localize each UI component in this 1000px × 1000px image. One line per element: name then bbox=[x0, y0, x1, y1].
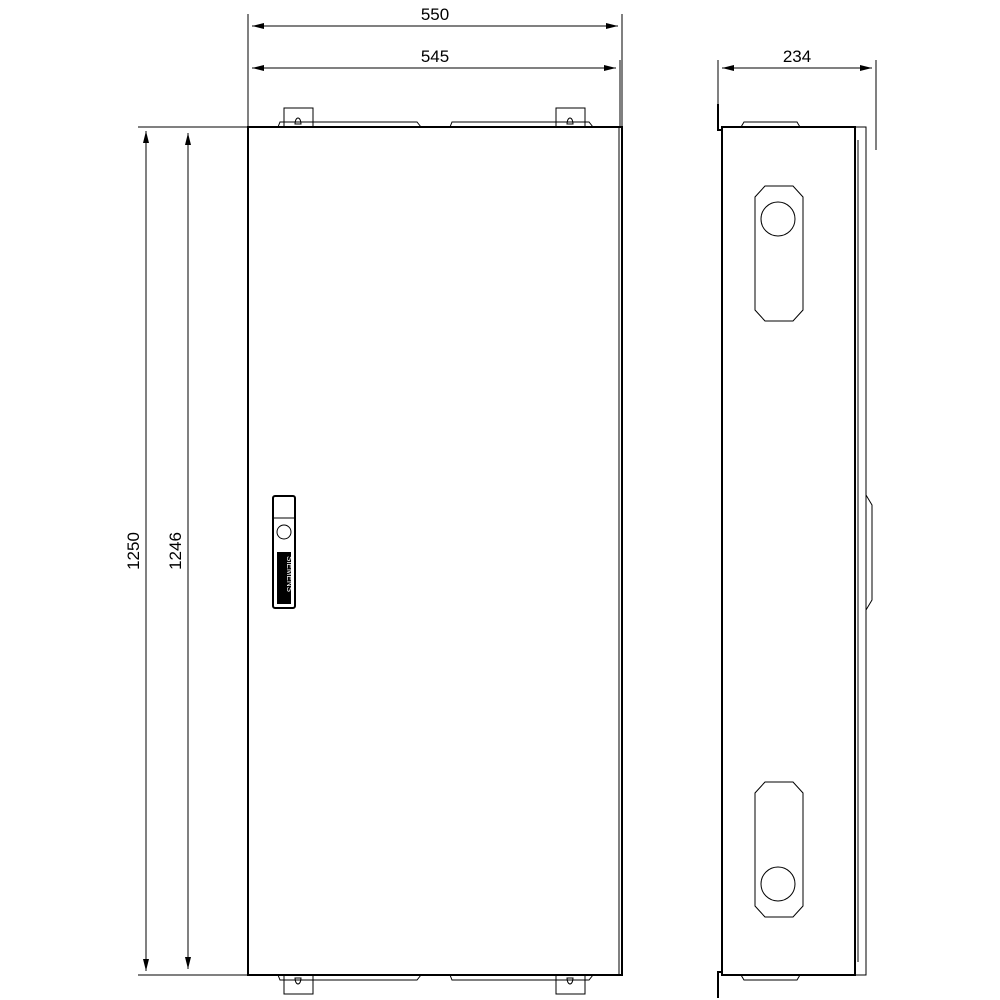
siemens-logo: SIEMENS bbox=[285, 556, 294, 592]
dim-label-545: 545 bbox=[421, 47, 449, 66]
cable-gland-hole-bottom bbox=[760, 866, 796, 902]
dimensions: 550 545 234 1250 1246 bbox=[124, 5, 877, 976]
dim-label-1250: 1250 bbox=[124, 532, 143, 570]
top-rail-left bbox=[277, 121, 422, 128]
cable-entry-slot-bottom bbox=[754, 781, 804, 918]
bottom-rail-right bbox=[449, 974, 594, 981]
keyhole-icon bbox=[566, 977, 574, 985]
bottom-rail-left bbox=[277, 974, 422, 981]
door-profile bbox=[855, 126, 867, 976]
cable-gland-hole-top bbox=[760, 201, 796, 237]
mounting-bracket-bottom-right bbox=[555, 974, 586, 995]
mounting-bracket-top-left bbox=[283, 107, 314, 128]
cabinet-door-outline bbox=[247, 126, 623, 976]
mounting-bracket-top-right bbox=[555, 107, 586, 128]
keyhole-icon bbox=[294, 117, 302, 125]
front-view: SIEMENS bbox=[247, 107, 623, 995]
wall-bracket-top bbox=[717, 104, 722, 131]
wall-bracket-bottom bbox=[717, 971, 722, 998]
top-flange bbox=[740, 121, 801, 128]
side-view bbox=[717, 104, 873, 998]
cable-entry-slot-top bbox=[754, 185, 804, 322]
cabinet-side-outline bbox=[721, 126, 856, 976]
keyhole-icon bbox=[294, 977, 302, 985]
mounting-bracket-bottom-left bbox=[283, 974, 314, 995]
dim-label-1246: 1246 bbox=[166, 532, 185, 570]
side-handle-profile bbox=[865, 494, 873, 611]
dim-label-234: 234 bbox=[783, 47, 811, 66]
bottom-flange bbox=[740, 974, 801, 981]
keyhole-icon bbox=[566, 117, 574, 125]
door-handle: SIEMENS bbox=[272, 495, 296, 609]
top-rail-right bbox=[449, 121, 594, 128]
dim-label-550: 550 bbox=[421, 5, 449, 24]
